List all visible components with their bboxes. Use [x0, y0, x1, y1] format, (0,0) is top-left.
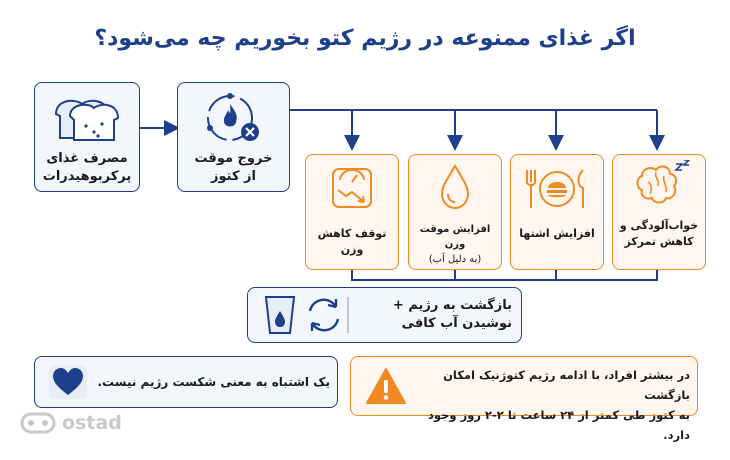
note-warning-line2: به کتوز طی کمتر از ۲۴ ساعت تا ۲-۲ روز وج…	[428, 408, 690, 442]
node-sleep-line1: خواب‌آلودگی و	[619, 219, 699, 232]
warning-icon	[366, 368, 406, 404]
ostad-logo-icon	[20, 412, 56, 434]
node-carb-line2: پرکربوهیدرات	[42, 169, 132, 184]
node-sleep-label: خواب‌آلودگی و کاهش تمرکز	[612, 218, 706, 250]
node-exit-line2: از کتوز	[211, 169, 256, 184]
node-water-line2: (به دلیل آب)	[428, 254, 482, 265]
node-sleep	[612, 154, 706, 270]
note-heart-line1: یک اشتباه به معنی شکست رژیم نیست.	[97, 375, 331, 389]
plate-burger-icon	[526, 169, 584, 208]
node-water-label: افزایش موقت وزن (به دلیل آب)	[408, 222, 502, 267]
brand-logo: ostad	[20, 412, 122, 434]
node-exit	[177, 82, 290, 192]
node-carb-label: مصرف غذای پرکربوهیدرات	[34, 150, 140, 186]
node-stop-label: توقف کاهش وزن	[305, 226, 399, 258]
ketone-exit-icon	[207, 93, 259, 141]
node-stop	[305, 154, 399, 270]
page-title: اگر غذای ممنوعه در رژیم کتو بخوریم چه می…	[94, 26, 636, 51]
node-water-line1: افزایش موقت وزن	[419, 224, 491, 250]
node-appetite	[510, 154, 604, 270]
node-appetite-line1: افزایش اشتها	[519, 227, 595, 240]
note-warning	[350, 356, 698, 416]
scale-down-icon	[332, 168, 372, 208]
water-glass-cycle-icon	[264, 296, 349, 334]
node-exit-label: خروج موقت از کتوز	[177, 150, 290, 186]
node-carb-line1: مصرف غذای	[46, 151, 128, 166]
line-branches-to-return	[351, 270, 658, 281]
brain-sleep-icon	[636, 160, 691, 204]
water-drop-icon	[440, 164, 470, 210]
bread-icon	[54, 99, 120, 141]
node-sleep-line2: کاهش تمرکز	[624, 235, 694, 248]
node-exit-line1: خروج موقت	[194, 151, 273, 166]
node-water	[408, 154, 502, 270]
heart-icon	[49, 365, 87, 399]
brand-name: ostad	[62, 412, 122, 434]
node-stop-line1: توقف کاهش وزن	[317, 227, 387, 256]
note-warning-text: در بیشتر افراد، با ادامه رژیم کتوژنیک ام…	[412, 365, 690, 445]
node-return-line2: نوشیدن آب کافی	[401, 316, 512, 331]
node-return-label: بازگشت به رژیم + نوشیدن آب کافی	[358, 297, 512, 333]
node-appetite-label: افزایش اشتها	[510, 226, 604, 242]
note-warning-line1: در بیشتر افراد، با ادامه رژیم کتوژنیک ام…	[443, 368, 690, 402]
note-heart-text: یک اشتباه به معنی شکست رژیم نیست.	[96, 372, 331, 392]
node-return-line1: بازگشت به رژیم +	[392, 298, 512, 313]
